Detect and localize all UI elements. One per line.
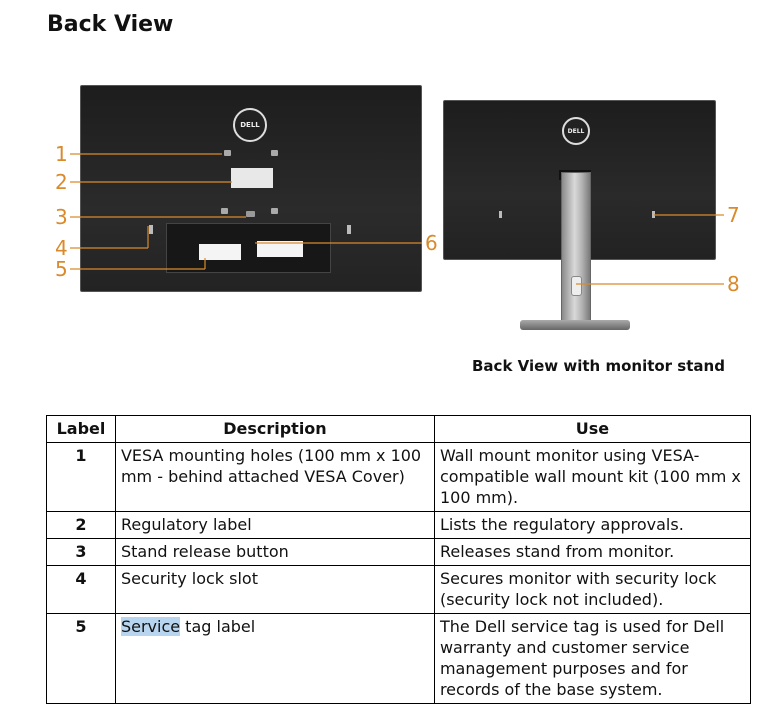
row-description: Security lock slot [114,565,435,614]
security-lock-slot [149,225,153,234]
text-selection-highlight[interactable]: Service [120,617,181,636]
cable-management-slot [571,276,582,296]
service-tag-label [199,244,241,260]
table-header-row: Label Description Use [46,415,752,443]
callout-5: 5 [55,257,68,281]
side-slot [347,225,351,234]
stand-base [520,320,630,330]
stand-caption: Back View with monitor stand [472,357,725,375]
vesa-hole [224,150,231,156]
row-description: Service tag label [114,613,435,704]
callout-4: 4 [55,236,68,260]
page-heading: Back View [47,12,174,37]
row-description: Stand release button [114,538,435,566]
table-row: 4 Security lock slot Secures monitor wit… [46,565,752,614]
vesa-hole [271,150,278,156]
header-description: Description [114,415,435,443]
header-use: Use [433,415,752,443]
stand-column [561,172,591,326]
callout-7: 7 [727,203,740,227]
callout-3: 3 [55,205,68,229]
regulatory-label [231,168,273,188]
vesa-cover [166,223,331,273]
callout-6: 6 [425,231,438,255]
vesa-hole [271,208,278,214]
callout-1: 1 [55,142,68,166]
row-description: Regulatory label [114,511,435,539]
monitor-back-image: DELL [80,85,422,292]
vesa-hole [221,208,228,214]
dell-logo: DELL [562,117,590,145]
row-use: Secures monitor with security lock (secu… [433,565,752,614]
callout-2: 2 [55,170,68,194]
callout-8: 8 [727,272,740,296]
security-lock-slot [652,211,655,218]
side-slot [499,211,502,218]
dell-logo: DELL [233,108,267,142]
row-label: 4 [46,565,116,614]
table-row: 1 VESA mounting holes (100 mm x 100 mm -… [46,442,752,512]
barcode-label [257,241,303,257]
row-use: Lists the regulatory approvals. [433,511,752,539]
row-label: 2 [46,511,116,539]
back-view-table: Label Description Use 1 VESA mounting ho… [46,415,752,704]
row-label: 1 [46,442,116,512]
header-label: Label [46,415,116,443]
row-description: VESA mounting holes (100 mm x 100 mm - b… [114,442,435,512]
row-label: 5 [46,613,116,704]
table-row: 3 Stand release button Releases stand fr… [46,538,752,566]
row-use: Releases stand from monitor. [433,538,752,566]
row-label: 3 [46,538,116,566]
callout-lines [70,153,724,285]
table-row: 5 Service tag label The Dell service tag… [46,613,752,704]
row-use: The Dell service tag is used for Dell wa… [433,613,752,704]
table-row: 2 Regulatory label Lists the regulatory … [46,511,752,539]
row-description-rest: tag label [180,617,256,636]
stand-release-button [246,211,255,217]
row-use: Wall mount monitor using VESA-compatible… [433,442,752,512]
